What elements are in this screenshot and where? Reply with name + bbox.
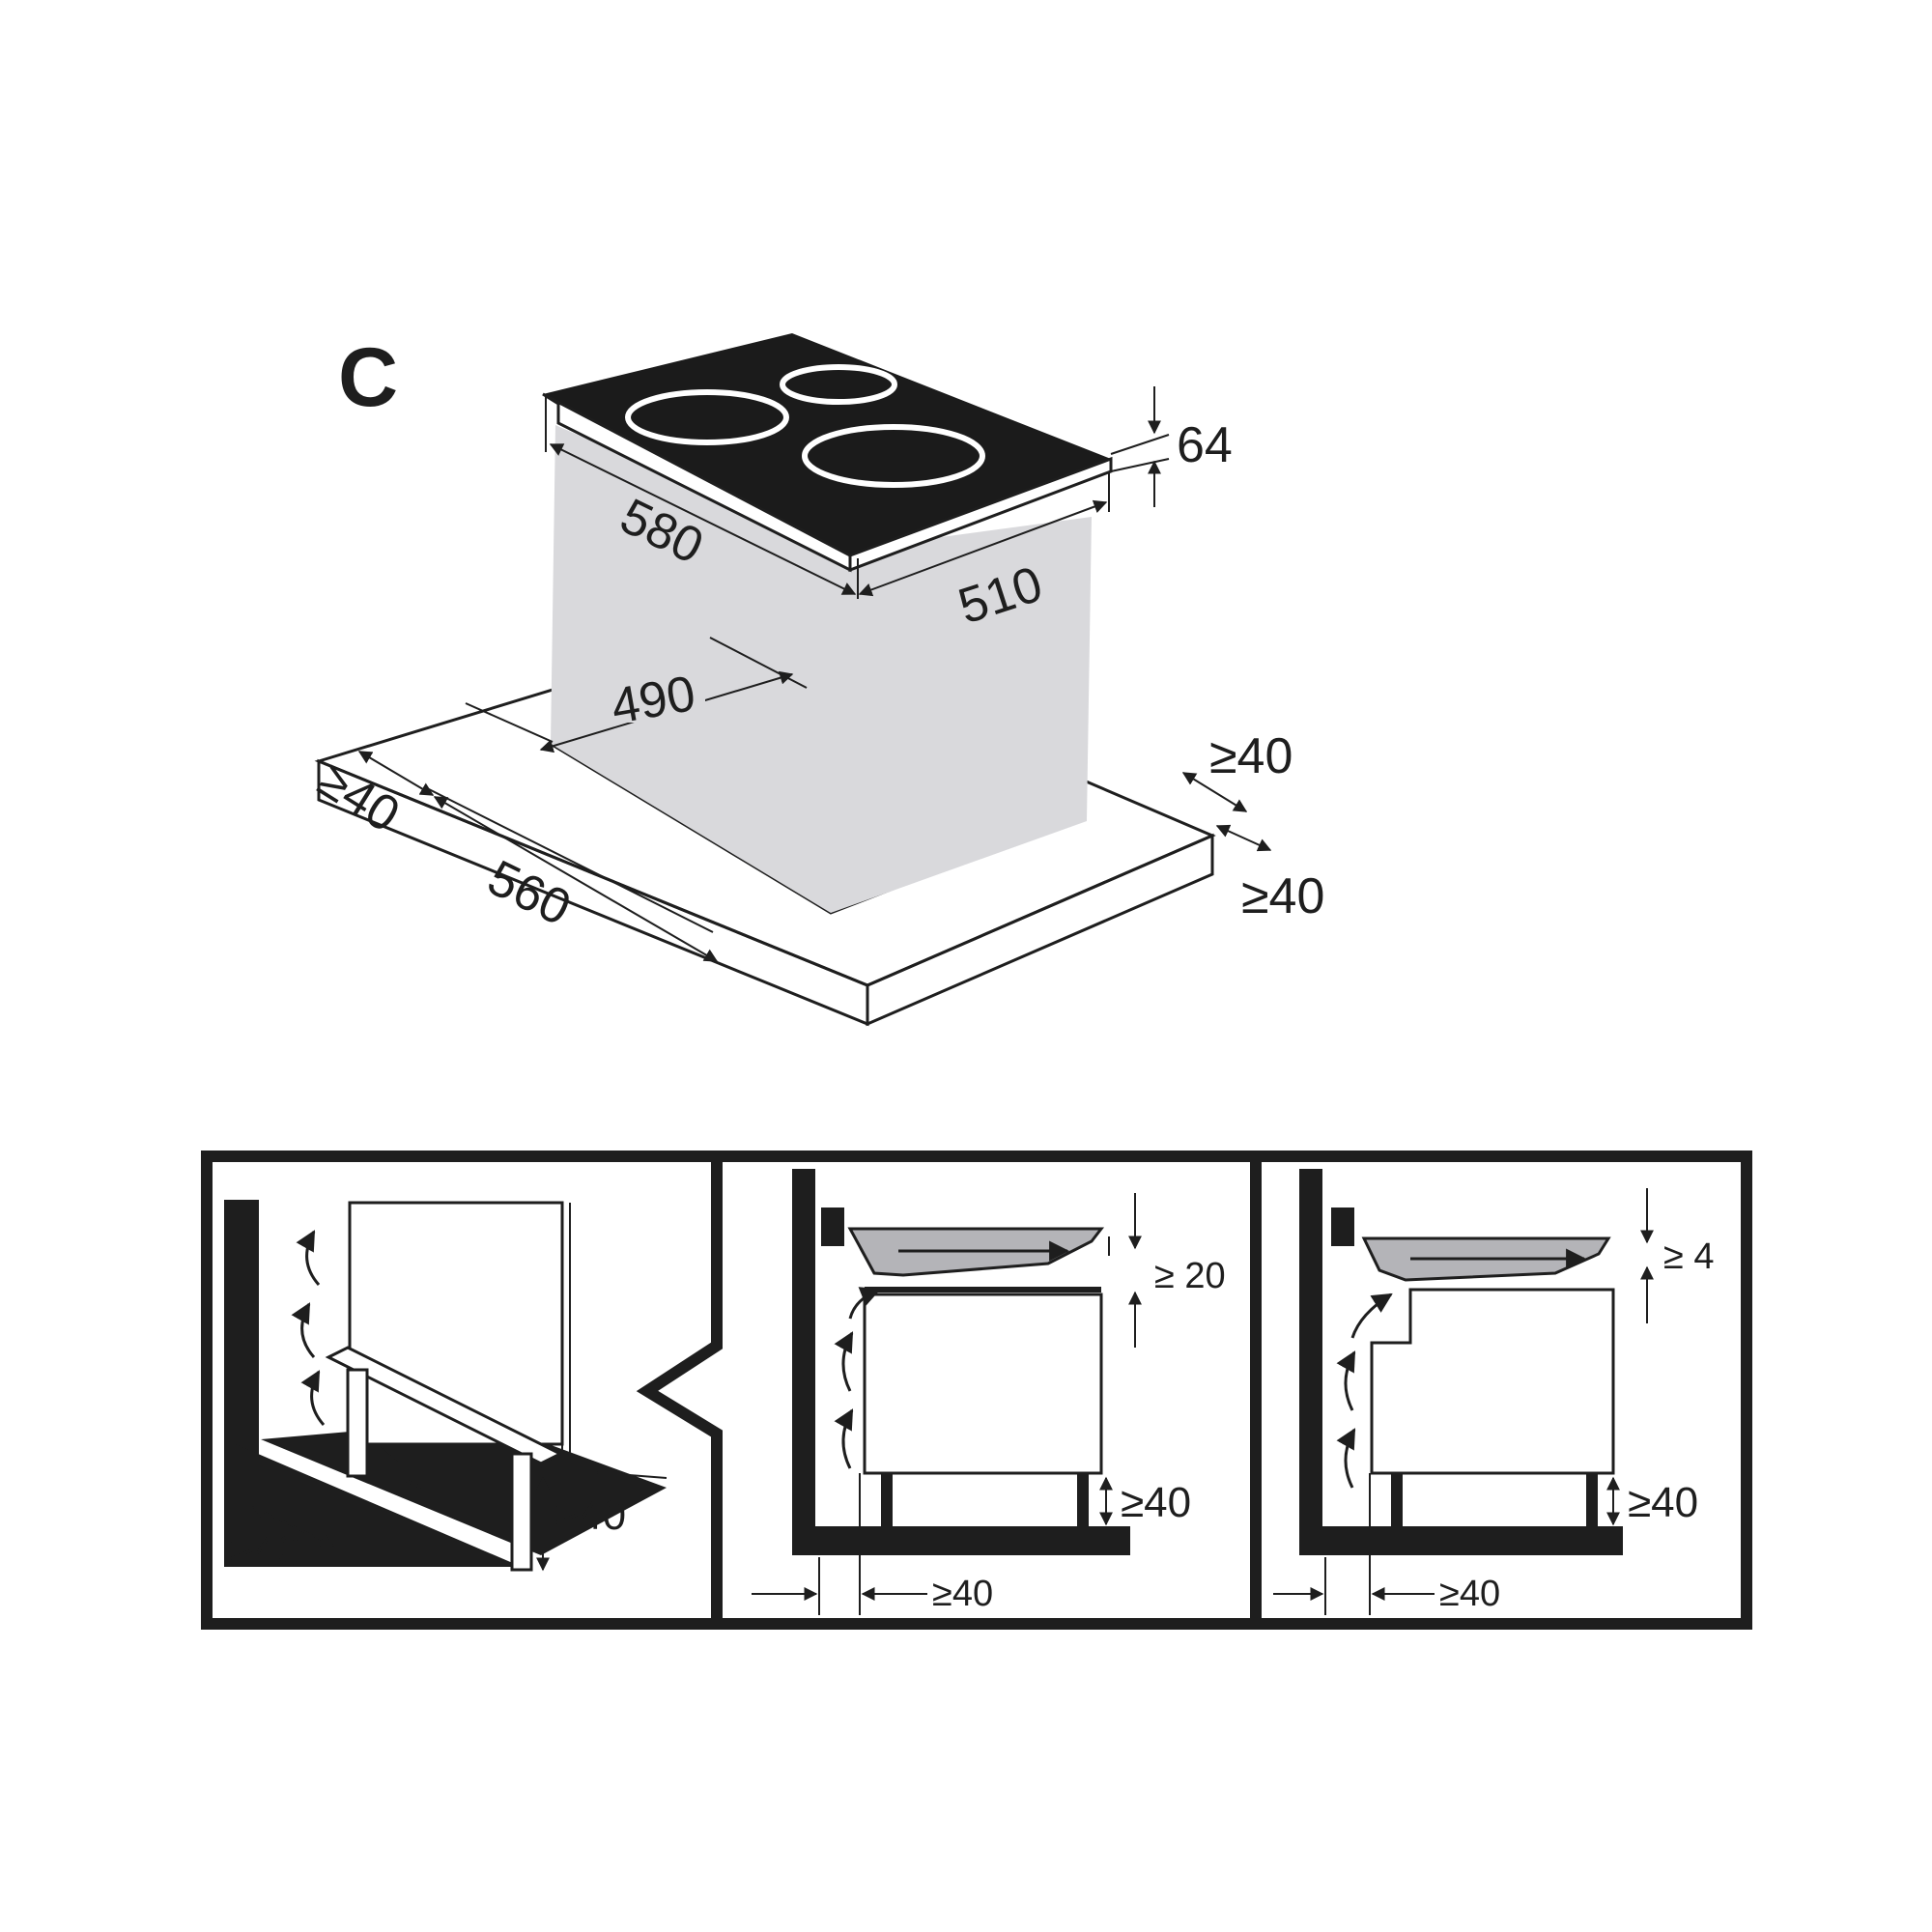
cooking-zone-left xyxy=(625,389,789,445)
oven4-top-gap-label: ≥ 4 xyxy=(1663,1236,1715,1277)
oven20-top-gap-label: ≥ 20 xyxy=(1154,1256,1226,1296)
plinth-floor-gap-label: ≥40 xyxy=(230,1527,300,1575)
figure-label: C xyxy=(338,331,398,424)
oven4-plinth-gap-label: ≥40 xyxy=(1628,1479,1698,1526)
panel-oven-gap-4: ≥ 4 ≥40 ≥40 xyxy=(1273,1169,1715,1615)
cutout-side-clearance-label: ≥40 xyxy=(1241,868,1324,924)
panel-oven-gap-20: ≥ 20 ≥40 ≥40 xyxy=(752,1169,1226,1615)
oven20-plinth-gap-label: ≥40 xyxy=(1121,1479,1191,1526)
oven4-back-gap-label: ≥40 xyxy=(1439,1574,1500,1614)
oven20-back-gap-label: ≥40 xyxy=(932,1574,993,1614)
cutout-rear-clearance-label: ≥40 xyxy=(1209,728,1293,784)
hob-height-label: 64 xyxy=(1177,417,1233,473)
plinth-bottom-gap-label: ≥40 xyxy=(555,1492,626,1539)
cooking-zone-rear xyxy=(780,364,897,405)
panel-plinth: ≥40 ≥40 xyxy=(224,1200,668,1575)
ventilation-panels: ≥40 ≥40 ≥ 20 ≥40 ≥40 xyxy=(201,1151,1752,1630)
hob-installation-figure: C 580 510 xyxy=(308,331,1324,1027)
